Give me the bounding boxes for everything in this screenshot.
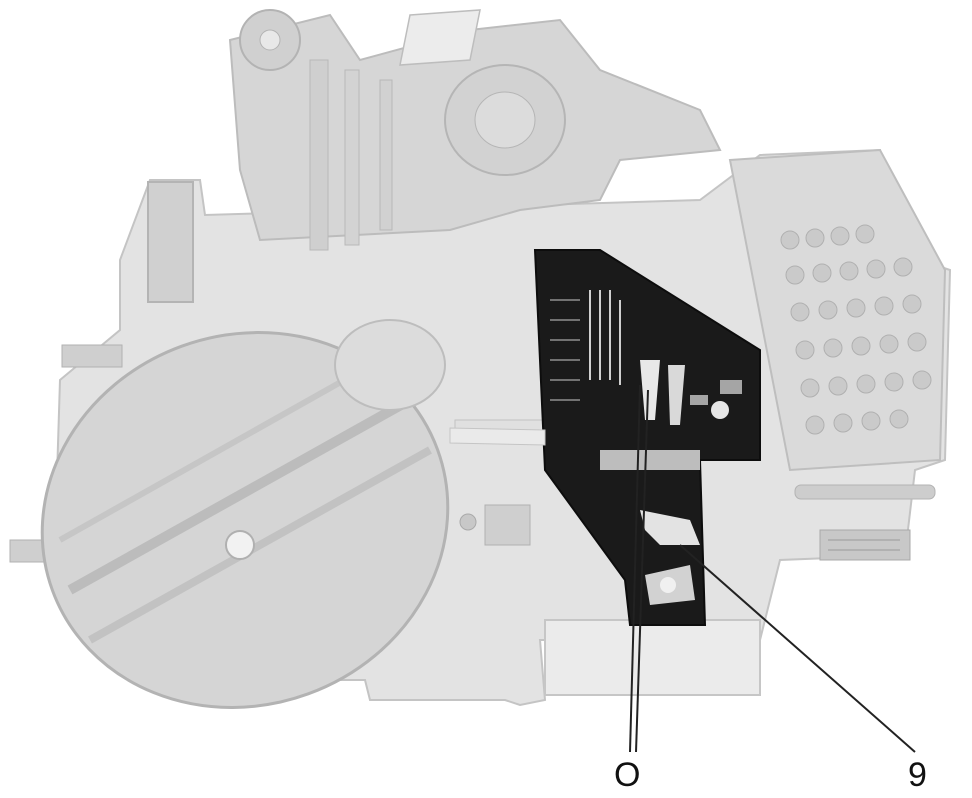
cutaway-mechanism [449,249,761,626]
leader-line-9 [679,544,916,753]
leader-line-o-2 [635,389,649,753]
callout-label-o: O [614,756,641,794]
machine-body [9,9,952,709]
callout-label-9: 9 [908,756,927,794]
leader-line-o-1 [629,384,641,753]
leader-lines [629,384,916,753]
